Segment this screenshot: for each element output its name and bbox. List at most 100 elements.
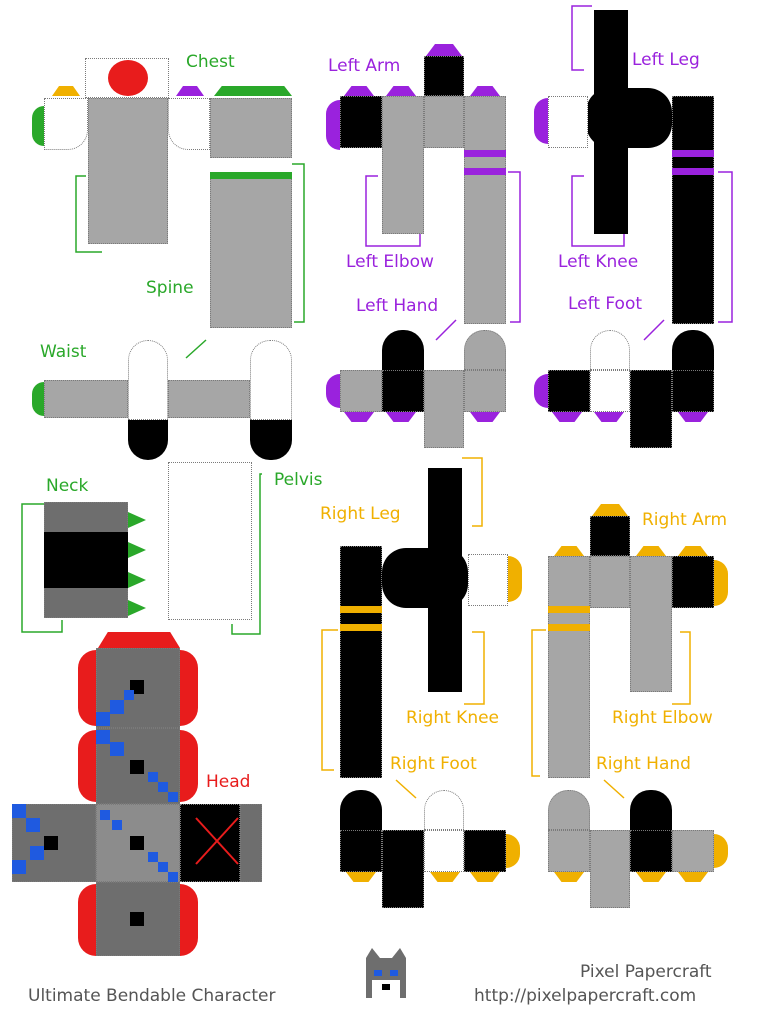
chest-green-tab <box>214 86 292 96</box>
left-arm-top-tab <box>426 44 462 56</box>
waist-mid-panel <box>168 380 250 418</box>
footer-title: Ultimate Bendable Character <box>28 986 276 1006</box>
left-hand-face-4 <box>464 370 506 412</box>
right-hand-arrow <box>603 779 625 799</box>
right-arm-tab-a <box>554 546 584 556</box>
blue-stripe <box>110 700 124 714</box>
left-hand-face-2 <box>382 370 424 412</box>
right-elbow-label: Right Elbow <box>612 708 713 728</box>
right-hand-face-4 <box>672 830 714 872</box>
blue-stripe <box>30 846 44 860</box>
left-foot-face-1 <box>548 370 590 412</box>
waist-left-tab <box>32 382 44 416</box>
head-eye-2 <box>130 760 144 774</box>
blue-stripe <box>26 818 40 832</box>
head-side-tab-4 <box>180 730 198 802</box>
right-leg-label: Right Leg <box>320 504 401 524</box>
right-arm-tab-b <box>636 546 666 556</box>
left-arm-band-2 <box>464 168 506 175</box>
left-foot-arrow <box>643 319 665 341</box>
left-hand-tab-b <box>386 412 416 422</box>
right-elbow-bracket <box>672 631 691 705</box>
chest-left-curve <box>44 98 88 150</box>
left-hand-face-3 <box>424 370 464 448</box>
head-face-right <box>180 804 240 882</box>
blue-stripe <box>96 730 110 744</box>
right-leg-joint <box>382 548 468 608</box>
head-face-edge <box>240 804 262 882</box>
right-arm-band-1 <box>548 606 590 613</box>
right-leg-band-2 <box>340 624 382 631</box>
blue-stripe <box>168 872 178 882</box>
right-foot-tab-b <box>430 872 460 882</box>
left-foot-face-4 <box>672 370 714 412</box>
left-arm-front <box>382 96 424 234</box>
right-hand-face-2 <box>590 830 630 908</box>
pelvis-panel <box>168 462 252 620</box>
right-leg-lower <box>340 546 382 778</box>
blue-stripe <box>168 792 178 802</box>
neck-label: Neck <box>46 476 89 496</box>
right-hand-cap-1 <box>548 790 590 830</box>
waist-cap-1 <box>128 340 168 420</box>
right-arm-band-2 <box>548 624 590 631</box>
left-arm-lower <box>464 96 506 324</box>
right-hand-tab-b <box>636 872 666 882</box>
blue-stripe <box>124 690 134 700</box>
left-foot-face-3 <box>630 370 672 448</box>
spine-label: Spine <box>146 278 194 298</box>
left-leg-band-2 <box>672 168 714 175</box>
right-leg-lower-bracket <box>321 629 338 771</box>
neck-black-band <box>44 532 128 588</box>
chest-front-panel <box>88 98 168 244</box>
waist-cap-2-bottom <box>250 420 292 460</box>
right-foot-face-3 <box>424 830 464 872</box>
right-arm-label: Right Arm <box>642 510 728 530</box>
chest-left-tab <box>32 106 44 146</box>
left-arm-tab-a <box>344 86 374 96</box>
left-arm-lower-bracket <box>508 171 521 323</box>
head-side-tab-3 <box>78 730 96 802</box>
left-hand-side-tab <box>326 374 340 408</box>
left-knee-label: Left Knee <box>558 252 639 272</box>
left-hand-cap-1 <box>382 330 424 370</box>
left-arm-tab-b <box>386 86 416 96</box>
waist-arrow <box>185 339 207 359</box>
right-arm-top-tab <box>592 504 628 516</box>
left-leg-joint <box>586 88 672 148</box>
right-arm-front <box>630 556 672 692</box>
head-side-tab-6 <box>180 884 198 956</box>
left-leg-band-1 <box>672 150 714 157</box>
left-foot-tab-a <box>552 412 582 422</box>
footer-brand: Pixel Papercraft <box>580 962 712 982</box>
left-foot-tab-c <box>678 412 708 422</box>
head-side-tab-2 <box>180 650 198 726</box>
right-arm-back <box>672 556 714 608</box>
left-arm-band-1 <box>464 150 506 157</box>
chest-purple-tab <box>176 86 204 96</box>
left-hand-tab-a <box>344 412 374 422</box>
left-hand-label: Left Hand <box>356 296 439 316</box>
blue-stripe <box>112 820 122 830</box>
left-foot-cap-1 <box>590 330 630 370</box>
head-eye-5 <box>130 912 144 926</box>
blue-stripe <box>110 742 124 756</box>
red-circle-mark <box>108 60 148 96</box>
right-arm-lower-bracket <box>531 629 546 777</box>
right-foot-label: Right Foot <box>390 754 477 774</box>
right-foot-cap-2 <box>424 790 464 830</box>
blue-stripe <box>96 712 110 726</box>
right-foot-face-1 <box>340 830 382 872</box>
right-arm-side <box>590 556 630 608</box>
left-leg-label: Left Leg <box>632 50 700 70</box>
head-side-tab-5 <box>78 884 96 956</box>
right-foot-side-tab <box>506 834 520 868</box>
footer-url[interactable]: http://pixelpapercraft.com <box>474 986 697 1006</box>
blue-stripe <box>148 852 158 862</box>
blue-stripe <box>158 862 168 872</box>
left-arm-side <box>424 96 464 148</box>
right-foot-arrow <box>395 779 417 799</box>
left-hand-face-1 <box>340 370 382 412</box>
right-hand-face-1 <box>548 830 590 872</box>
